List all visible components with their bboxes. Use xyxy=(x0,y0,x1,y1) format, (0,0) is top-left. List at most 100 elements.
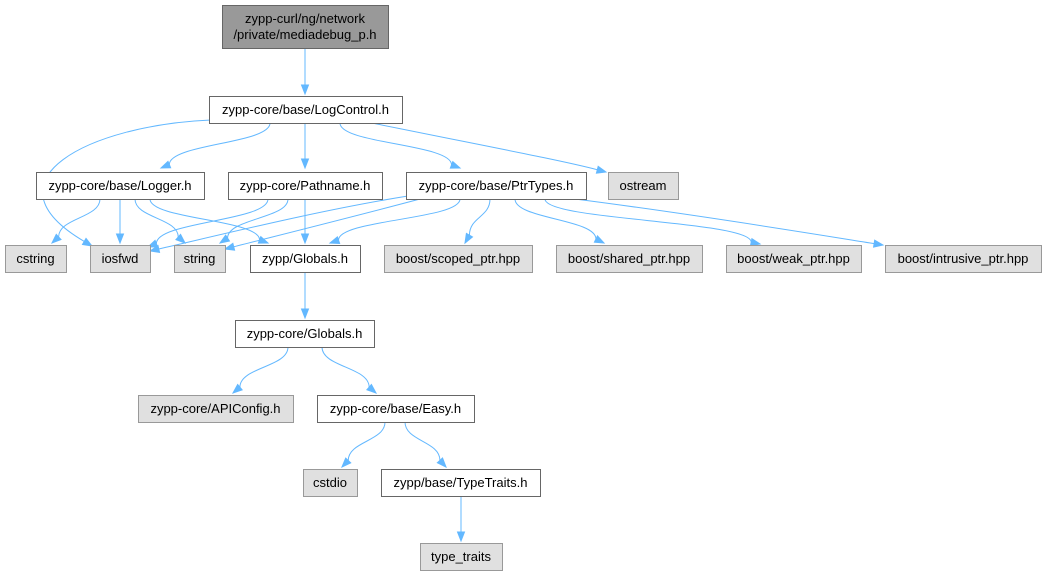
arrowhead-icon xyxy=(593,234,606,244)
arrowhead-icon xyxy=(449,160,462,169)
arrowhead-icon xyxy=(300,233,310,245)
edge-line xyxy=(158,195,409,250)
edge-line xyxy=(404,421,441,461)
edge-line xyxy=(347,421,386,461)
arrowhead-icon xyxy=(436,457,447,469)
node-logcontrol[interactable]: zypp-core/base/LogControl.h xyxy=(209,96,403,124)
node-cstring: cstring xyxy=(5,245,67,273)
edge-line xyxy=(58,198,101,237)
node-label: iosfwd xyxy=(102,251,139,266)
node-box xyxy=(317,395,475,423)
arrowhead-icon xyxy=(341,457,352,468)
node-pathname[interactable]: zypp-core/Pathname.h xyxy=(228,172,383,200)
edge-line xyxy=(371,122,598,171)
arrowhead-icon xyxy=(218,234,231,244)
arrowhead-icon xyxy=(872,239,885,248)
edge-pathname-to-zyppglobals xyxy=(300,199,310,245)
edge-line xyxy=(574,198,875,245)
edge-line xyxy=(227,198,289,239)
node-coreglobals[interactable]: zypp-core/Globals.h xyxy=(235,320,375,348)
node-label: zypp-core/Pathname.h xyxy=(240,178,371,193)
node-label: zypp-core/APIConfig.h xyxy=(150,401,280,416)
edge-ptrtypes-to-string xyxy=(223,198,421,251)
edge-line xyxy=(544,198,752,243)
edge-root-to-logcontrol xyxy=(300,48,310,96)
node-label: cstdio xyxy=(313,475,347,490)
edge-ptrtypes-to-scoped_ptr xyxy=(464,198,491,245)
arrowhead-icon xyxy=(115,233,125,245)
edge-logger-to-cstring xyxy=(50,198,101,244)
edge-line xyxy=(338,198,461,241)
arrowhead-icon xyxy=(749,237,762,247)
arrowhead-icon xyxy=(81,237,94,247)
node-easy[interactable]: zypp-core/base/Easy.h xyxy=(317,395,475,423)
node-label: boost/scoped_ptr.hpp xyxy=(396,251,520,266)
node-box xyxy=(235,320,375,348)
node-apiconfig: zypp-core/APIConfig.h xyxy=(138,395,294,423)
arrowhead-icon xyxy=(456,531,466,543)
edge-line xyxy=(168,122,271,165)
node-box xyxy=(138,395,294,423)
node-label: boost/weak_ptr.hpp xyxy=(737,251,850,266)
edge-line xyxy=(239,346,289,388)
edge-zyppglobals-to-coreglobals xyxy=(300,272,310,320)
arrowhead-icon xyxy=(300,158,310,170)
node-label: zypp-core/base/Easy.h xyxy=(330,401,461,416)
node-box xyxy=(556,245,703,273)
node-typetraits[interactable]: zypp/base/TypeTraits.h xyxy=(381,469,541,497)
node-type_traits: type_traits xyxy=(420,543,503,571)
node-box xyxy=(384,245,533,273)
node-label: type_traits xyxy=(431,549,491,564)
edge-ptrtypes-to-iosfwd xyxy=(148,195,409,254)
node-label: ostream xyxy=(620,178,667,193)
arrowhead-icon xyxy=(300,308,310,320)
node-string: string xyxy=(174,245,226,273)
node-ptrtypes[interactable]: zypp-core/base/PtrTypes.h xyxy=(406,172,587,200)
edge-typetraits-to-type_traits xyxy=(456,496,466,543)
arrowhead-icon xyxy=(300,84,310,96)
node-label: /private/mediadebug_p.h xyxy=(233,27,376,42)
node-root[interactable]: zypp-curl/ng/network/private/mediadebug_… xyxy=(222,5,389,49)
node-label: zypp-core/base/LogControl.h xyxy=(222,102,389,117)
node-box xyxy=(406,172,587,200)
edge-easy-to-typetraits xyxy=(404,421,447,469)
node-box xyxy=(5,245,67,273)
node-logger[interactable]: zypp-core/base/Logger.h xyxy=(36,172,205,200)
node-zyppglobals[interactable]: zypp/Globals.h xyxy=(250,245,361,273)
edge-logcontrol-to-logger xyxy=(159,122,271,169)
edge-ptrtypes-to-shared_ptr xyxy=(514,198,606,244)
arrowhead-icon xyxy=(366,383,378,394)
node-iosfwd: iosfwd xyxy=(90,245,151,273)
arrowhead-icon xyxy=(231,383,244,394)
node-label: boost/intrusive_ptr.hpp xyxy=(898,251,1029,266)
node-box xyxy=(250,245,361,273)
arrowhead-icon xyxy=(328,235,341,244)
edge-line xyxy=(339,122,453,165)
arrowhead-icon xyxy=(175,233,187,244)
node-shared_ptr: boost/shared_ptr.hpp xyxy=(556,245,703,273)
node-cstdio: cstdio xyxy=(303,469,358,497)
node-scoped_ptr: boost/scoped_ptr.hpp xyxy=(384,245,533,273)
arrowhead-icon xyxy=(148,244,161,254)
arrowhead-icon xyxy=(595,165,608,174)
edge-line xyxy=(233,198,421,248)
edge-line xyxy=(468,198,491,236)
node-box xyxy=(90,245,151,273)
edge-line xyxy=(321,346,370,388)
node-intrusive_ptr: boost/intrusive_ptr.hpp xyxy=(885,245,1042,273)
node-box xyxy=(174,245,226,273)
nodes-layer: zypp-curl/ng/network/private/mediadebug_… xyxy=(5,5,1042,571)
node-label: zypp-curl/ng/network xyxy=(245,11,365,26)
edge-logger-to-iosfwd xyxy=(115,199,125,245)
edge-line xyxy=(149,198,261,240)
node-box xyxy=(608,172,679,200)
edge-coreglobals-to-easy xyxy=(321,346,378,394)
node-label: zypp-core/base/Logger.h xyxy=(48,178,191,193)
node-ostream: ostream xyxy=(608,172,679,200)
edge-ptrtypes-to-weak_ptr xyxy=(544,198,762,247)
node-weak_ptr: boost/weak_ptr.hpp xyxy=(726,245,862,273)
node-box xyxy=(381,469,541,497)
arrowhead-icon xyxy=(464,232,474,245)
edge-line xyxy=(155,198,269,244)
